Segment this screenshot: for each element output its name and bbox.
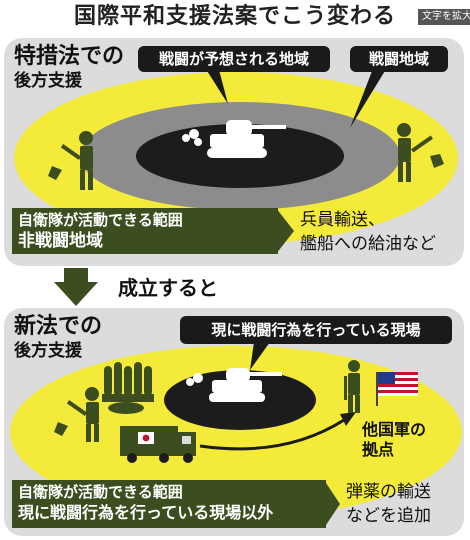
old-law-bar-arrow <box>276 208 294 254</box>
page-title: 国際平和支援法案でこう変わる <box>73 4 396 29</box>
down-arrow-icon <box>54 268 98 306</box>
soldier-shovel-icon-left <box>48 131 93 190</box>
us-flag-icon <box>376 372 418 406</box>
callout-combat-area: 戦闘地域 <box>350 46 448 72</box>
foreign-soldier-icon <box>344 360 360 413</box>
tank-icon <box>182 120 286 158</box>
new-law-activity-bar: 自衛隊が活動できる範囲 現に戦闘行為を行っている現場以外 <box>12 480 326 528</box>
callout-expected-pointer <box>204 66 228 104</box>
panel-new-law: 新法での 後方支援 現に戦闘行為を行っている現場 他国軍の 拠点 自衛隊が活動で… <box>4 308 464 536</box>
new-law-illustration <box>10 342 462 518</box>
foreign-base-line2: 拠点 <box>362 440 395 459</box>
callout-combat-pointer <box>350 66 388 128</box>
new-law-title: 新法での 後方支援 <box>14 314 102 362</box>
ammunition-icon <box>102 362 154 414</box>
enlarge-text-button[interactable]: 文字を拡大 <box>418 9 470 25</box>
old-law-title: 特措法での 後方支援 <box>14 44 124 92</box>
new-law-bar-arrow <box>324 480 340 528</box>
new-law-bar-line1: 自衛隊が活動できる範囲 <box>18 483 183 501</box>
panel-old-law: 特措法での 後方支援 戦闘が予想される地域 戦闘地域 自衛隊が活動できる範囲 非… <box>4 38 464 266</box>
tank-icon <box>186 368 282 402</box>
new-law-note-line1: 弾薬の輸送 <box>346 482 431 502</box>
foreign-base-label: 他国軍の 拠点 <box>362 420 426 460</box>
soldier-shovel-icon-right <box>397 123 444 182</box>
soldier-shovel-icon <box>54 387 99 442</box>
old-law-bar-line1: 自衛隊が活動できる範囲 <box>18 211 183 229</box>
new-law-title-line2: 後方支援 <box>14 341 82 361</box>
old-law-support-note: 兵員輸送、 艦船への給油など <box>300 208 436 256</box>
old-law-title-line2: 後方支援 <box>14 71 82 91</box>
transport-truck-icon <box>120 426 196 463</box>
japan-flag-icon <box>142 434 150 442</box>
old-law-activity-bar: 自衛隊が活動できる範囲 非戦闘地域 <box>12 208 278 254</box>
old-law-note-line2: 艦船への給油など <box>300 234 436 254</box>
old-law-title-line1: 特措法での <box>14 44 125 69</box>
old-law-illustration <box>14 66 458 244</box>
new-law-note-line2: などを追加 <box>346 506 431 526</box>
callout-expected-combat: 戦闘が予想される地域 <box>138 46 330 72</box>
old-law-bar-line2: 非戦闘地域 <box>18 231 103 251</box>
new-law-support-note: 弾薬の輸送 などを追加 <box>346 480 431 528</box>
callout-current-combat: 現に戦闘行為を行っている現場 <box>180 316 452 344</box>
supply-route-arrow <box>199 418 345 451</box>
old-law-note-line1: 兵員輸送、 <box>300 210 385 230</box>
transition-label: 成立すると <box>118 276 218 300</box>
new-law-title-line1: 新法での <box>14 314 103 339</box>
foreign-base-line1: 他国軍の <box>362 420 427 439</box>
callout-current-pointer <box>250 342 270 370</box>
new-law-bar-line2: 現に戦闘行為を行っている現場以外 <box>18 503 274 522</box>
